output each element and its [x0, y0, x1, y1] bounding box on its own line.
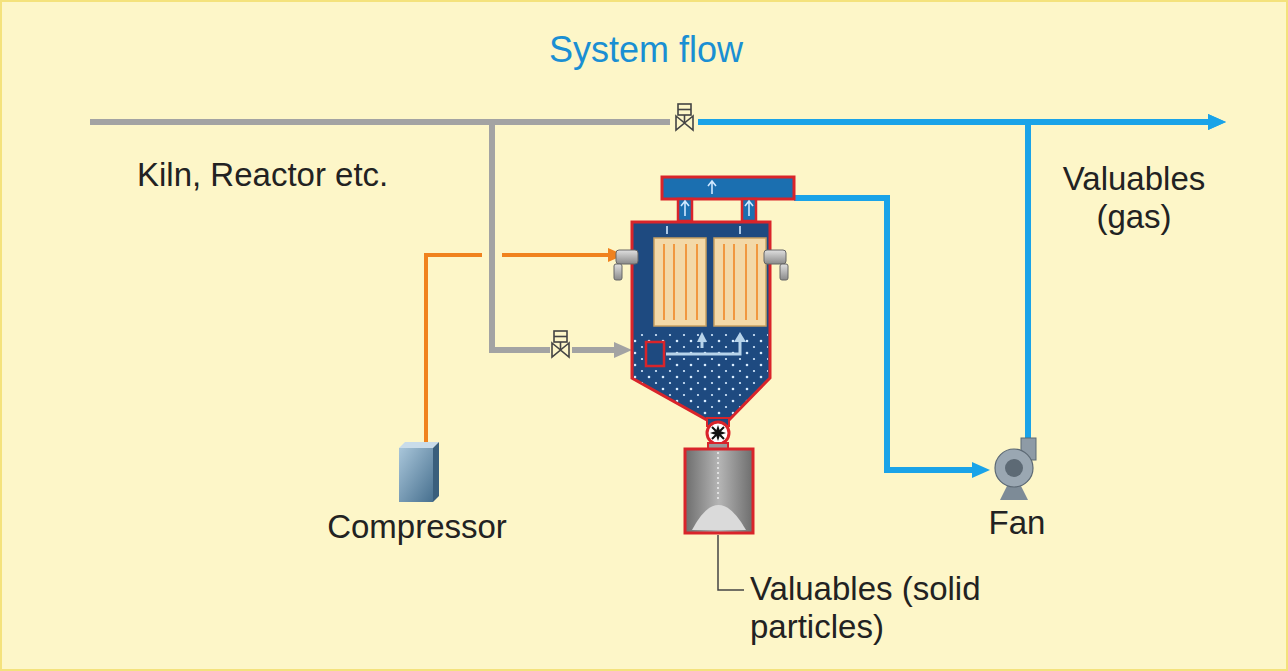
diagram-title: System flow [2, 28, 1288, 72]
node-label: Valuables (solid particles) [750, 570, 1000, 646]
compressor-side [433, 442, 439, 502]
leader-line [718, 535, 744, 590]
fan-node: Fan [962, 438, 1072, 546]
air-line [502, 253, 616, 257]
node-label: Fan [962, 504, 1072, 542]
source-node: Kiln, Reactor etc. [90, 116, 450, 198]
compressor-body [399, 448, 433, 502]
node-label: Compressor [302, 508, 532, 546]
valve-symbol [676, 104, 693, 130]
fan-hub [1005, 459, 1023, 477]
outlet-manifold [662, 177, 794, 221]
outlet-line [794, 198, 980, 470]
valve-symbol [552, 331, 569, 357]
air-line [426, 255, 482, 444]
output-node: Valuables (solid particles) [750, 570, 1000, 650]
compressor-top [399, 442, 439, 448]
output-node: Valuables (gas) [1042, 116, 1226, 240]
compressor-node: Compressor [302, 440, 532, 550]
node-label: Kiln, Reactor etc. [137, 156, 450, 194]
compressor-symbol [302, 440, 532, 504]
filter-housing [614, 222, 788, 420]
rotary-valve [707, 418, 729, 444]
node-label: Valuables (gas) [1042, 160, 1226, 236]
bypass-line [492, 122, 550, 350]
product-bin [685, 443, 753, 533]
fan-symbol [962, 438, 1072, 502]
inlet-line [572, 347, 622, 353]
fan-casing [995, 449, 1033, 487]
